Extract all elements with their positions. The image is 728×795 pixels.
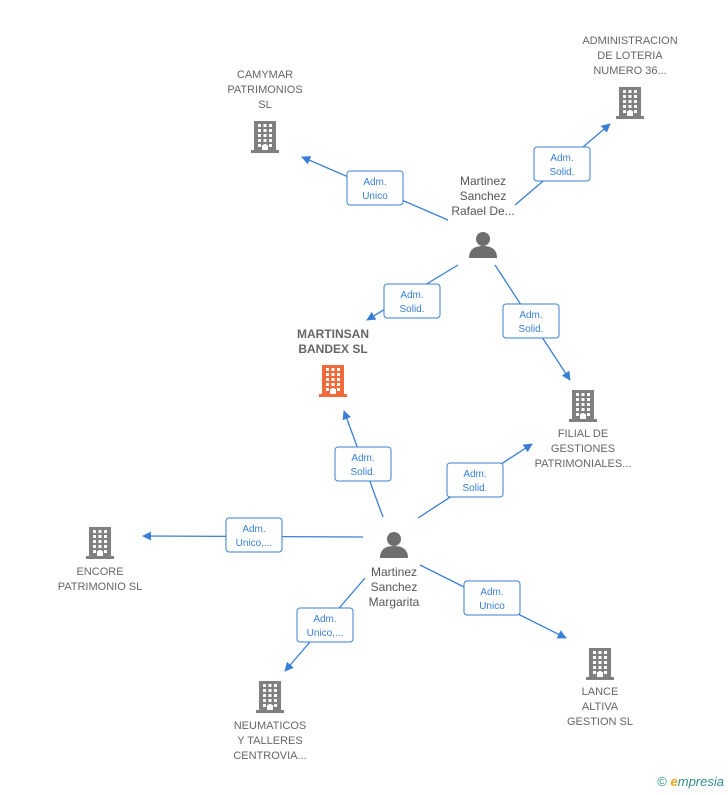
edge-label-box[interactable] bbox=[346, 170, 404, 206]
node-label-line: ADMINISTRACION bbox=[582, 35, 677, 47]
edge-label-box[interactable] bbox=[502, 303, 560, 339]
edge-label-text: Solid. bbox=[518, 324, 543, 335]
edge-margarita-martinsan: Adm. Solid. bbox=[334, 410, 392, 518]
edge-label-text: Solid. bbox=[399, 304, 424, 315]
copyright-symbol: © bbox=[657, 774, 667, 789]
brand-name: mpresia bbox=[677, 774, 724, 789]
edge-label-text: Adm. bbox=[463, 469, 486, 480]
edge-margarita-filial: Adm. Solid. bbox=[417, 443, 533, 519]
edge-label-text: Adm. bbox=[313, 614, 336, 625]
edge-label-box[interactable] bbox=[383, 283, 441, 319]
edge-label-text: Adm. bbox=[363, 177, 386, 188]
person-icon bbox=[469, 232, 497, 258]
building-icon bbox=[616, 87, 644, 119]
building-icon bbox=[251, 121, 279, 153]
brand-initial: e bbox=[670, 774, 678, 789]
edge-label-text: Adm. bbox=[242, 524, 265, 535]
edge-label-box[interactable] bbox=[296, 607, 354, 643]
node-label-line: ALTIVA bbox=[582, 701, 619, 713]
node-label-line: FILIAL DE bbox=[558, 428, 608, 440]
node-label-line: GESTION SL bbox=[567, 716, 633, 728]
node-filial[interactable]: FILIAL DE GESTIONES PATRIMONIALES... bbox=[535, 390, 632, 470]
edge-margarita-neumaticos: Adm. Unico,... bbox=[284, 577, 366, 672]
edge-rafael-camymar: Adm. Unico bbox=[301, 156, 449, 221]
node-label-line: PATRIMONIALES... bbox=[535, 458, 632, 470]
edge-label-text: Solid. bbox=[549, 167, 574, 178]
node-label-line: PATRIMONIOS bbox=[227, 84, 302, 96]
node-label-line: Margarita bbox=[369, 595, 420, 609]
building-icon bbox=[256, 681, 284, 713]
edge-margarita-encore: Adm. Unico,... bbox=[142, 517, 364, 553]
building-icon bbox=[86, 527, 114, 559]
node-lance[interactable]: LANCE ALTIVA GESTION SL bbox=[567, 648, 633, 728]
edge-label-text: Unico bbox=[479, 601, 505, 612]
building-icon bbox=[586, 648, 614, 680]
node-label-line: DE LOTERIA bbox=[597, 50, 663, 62]
person-icon bbox=[380, 532, 408, 558]
edge-margarita-lance: Adm. Unico bbox=[419, 564, 567, 639]
edge-label-text: Adm. bbox=[480, 587, 503, 598]
building-icon bbox=[569, 390, 597, 422]
node-label-line: SL bbox=[258, 99, 271, 111]
edge-label-box[interactable] bbox=[334, 446, 392, 482]
edge-label-text: Adm. bbox=[400, 290, 423, 301]
node-label-line: PATRIMONIO SL bbox=[58, 581, 143, 593]
node-label-line: Sanchez bbox=[460, 189, 507, 203]
edge-label-text: Adm. bbox=[519, 310, 542, 321]
node-label-line: MARTINSAN bbox=[297, 327, 369, 341]
node-label-line: Rafael De... bbox=[451, 204, 514, 218]
node-camymar[interactable]: CAMYMAR PATRIMONIOS SL bbox=[227, 69, 303, 153]
node-label-line: CAMYMAR bbox=[237, 69, 293, 81]
node-label-line: Martinez bbox=[460, 174, 506, 188]
edges-layer: Adm.UnicoAdm.Solid.Adm.Solid.Adm.Solid.A… bbox=[142, 123, 611, 672]
node-label-line: NUMERO 36... bbox=[593, 65, 666, 77]
node-label-line: ENCORE bbox=[76, 566, 123, 578]
node-label-line: Sanchez bbox=[371, 580, 418, 594]
edge-label-text: Unico,... bbox=[236, 538, 273, 549]
node-encore[interactable]: ENCORE PATRIMONIO SL bbox=[58, 527, 143, 593]
edge-label-box[interactable] bbox=[463, 580, 521, 616]
edge-label-text: Unico,... bbox=[307, 628, 344, 639]
node-label-line: GESTIONES bbox=[551, 443, 615, 455]
node-label-line: BANDEX SL bbox=[298, 342, 367, 356]
edge-label-text: Adm. bbox=[550, 153, 573, 164]
edge-label-text: Solid. bbox=[462, 483, 487, 494]
building-icon bbox=[319, 365, 347, 397]
node-label-line: CENTROVIA... bbox=[233, 750, 306, 762]
node-label-line: LANCE bbox=[582, 686, 619, 698]
edge-label-box[interactable] bbox=[533, 146, 591, 182]
node-label-line: Martinez bbox=[371, 565, 417, 579]
node-neumaticos[interactable]: NEUMATICOS Y TALLERES CENTROVIA... bbox=[233, 681, 307, 762]
edge-label-text: Solid. bbox=[350, 467, 375, 478]
nodes-layer: CAMYMAR PATRIMONIOS SL ADMINISTRACION DE LOT… bbox=[58, 35, 678, 762]
edge-label-box[interactable] bbox=[225, 517, 283, 553]
edge-rafael-filial: Adm. Solid. bbox=[494, 264, 571, 381]
edge-rafael-loteria: Adm. Solid. bbox=[514, 123, 611, 206]
footer-brand: © empresia bbox=[657, 774, 724, 789]
node-label-line: Y TALLERES bbox=[237, 735, 302, 747]
edge-label-text: Unico bbox=[362, 191, 388, 202]
edge-label-box[interactable] bbox=[446, 462, 504, 498]
edge-rafael-martinsan: Adm. Solid. bbox=[366, 264, 459, 321]
node-label-line: NEUMATICOS bbox=[234, 720, 307, 732]
node-loteria[interactable]: ADMINISTRACION DE LOTERIA NUMERO 36... bbox=[582, 35, 678, 119]
edge-label-text: Adm. bbox=[351, 453, 374, 464]
